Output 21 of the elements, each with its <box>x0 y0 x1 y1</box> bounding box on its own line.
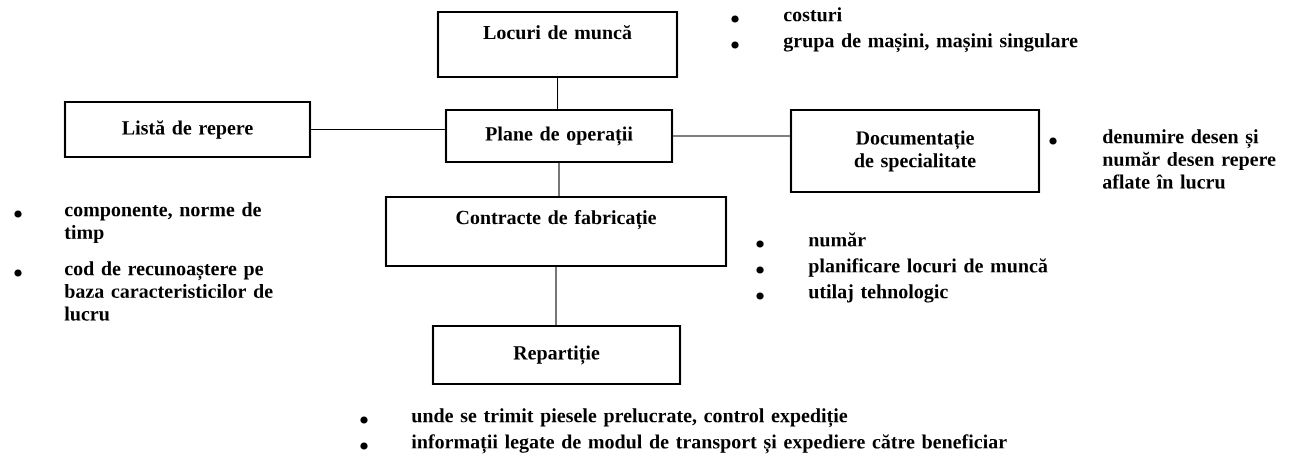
process-box: Plane de operații <box>444 108 674 164</box>
bullet-text: unde se trimit piesele prelucrate, control expediție <box>411 408 848 428</box>
connector-line <box>558 162 560 197</box>
bullet-text: componente, norme de timp <box>64 202 261 244</box>
process-box: Repartiție <box>431 324 682 386</box>
connector-line <box>672 135 791 137</box>
bullet-text: costuri <box>783 7 842 22</box>
process-box: Contracte de fabricație <box>384 195 728 268</box>
connector-line <box>555 266 557 326</box>
bullet-text: cod de recunoaștere pe baza caracteristicilor de lucru <box>64 261 273 321</box>
bullet-text: denumire desen și număr desen repere aflate în lucru <box>1102 129 1276 189</box>
connector-line <box>556 77 559 110</box>
process-box: Locuri de muncă <box>436 10 679 79</box>
bullet-text: grupa de mașini, mașini singulare <box>783 33 1078 53</box>
bullet-text: utilaj tehnologic <box>808 284 948 303</box>
process-box: Documentație de specialitate <box>789 108 1041 194</box>
bullet-text: informații legate de modul de transport și expediere către beneficiar <box>411 434 1007 454</box>
bullet-text: planificare locuri de muncă <box>808 258 1048 277</box>
bullet-text: număr <box>808 232 866 247</box>
process-box: Listă de repere <box>63 100 312 159</box>
connector-line <box>310 128 446 131</box>
